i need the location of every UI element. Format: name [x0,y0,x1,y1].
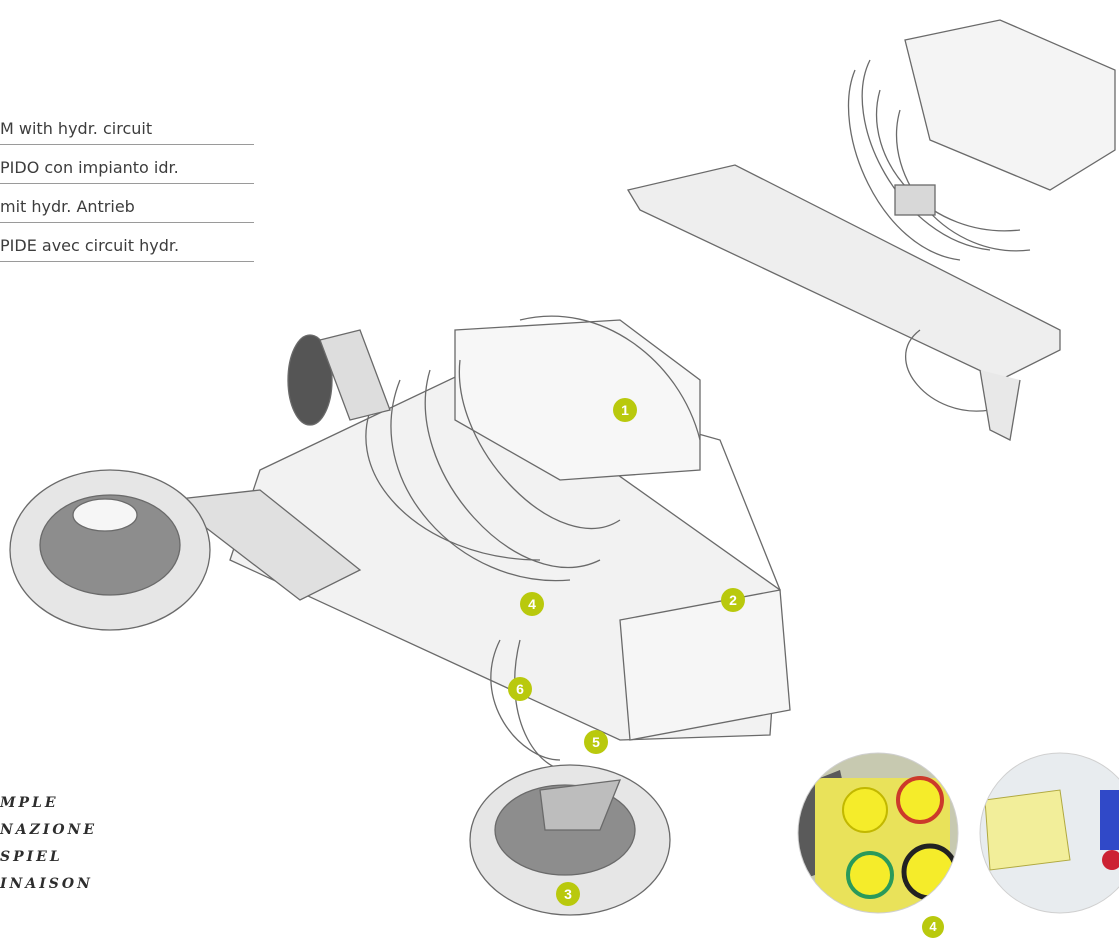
caption-it: PIDO con impianto idr. [0,153,254,184]
callout-5: 5 [584,730,608,754]
example-label-fr: INAISON [0,876,93,892]
callout-4-detail: 4 [922,916,944,938]
callout-1: 1 [613,398,637,422]
caption-fr: PIDE avec circuit hydr. [0,231,254,262]
example-label-it: NAZIONE [0,822,98,838]
callout-2: 2 [721,588,745,612]
upper-frame-beam [626,164,1061,381]
example-label-de: SPIEL [0,849,63,865]
callout-3: 3 [556,882,580,906]
callout-6: 6 [508,677,532,701]
caption-list: M with hydr. circuit PIDO con impianto i… [0,114,254,270]
example-label-en: MPLE [0,795,59,811]
caption-en: M with hydr. circuit [0,114,254,145]
caption-de: mit hydr. Antrieb [0,192,254,223]
example-list: MPLE NAZIONE SPIEL INAISON [0,790,97,898]
hydraulic-coupling-detail-image [798,753,958,913]
connector-detail-image [980,753,1119,913]
callout-4: 4 [520,592,544,616]
upper-tank [904,19,1116,191]
